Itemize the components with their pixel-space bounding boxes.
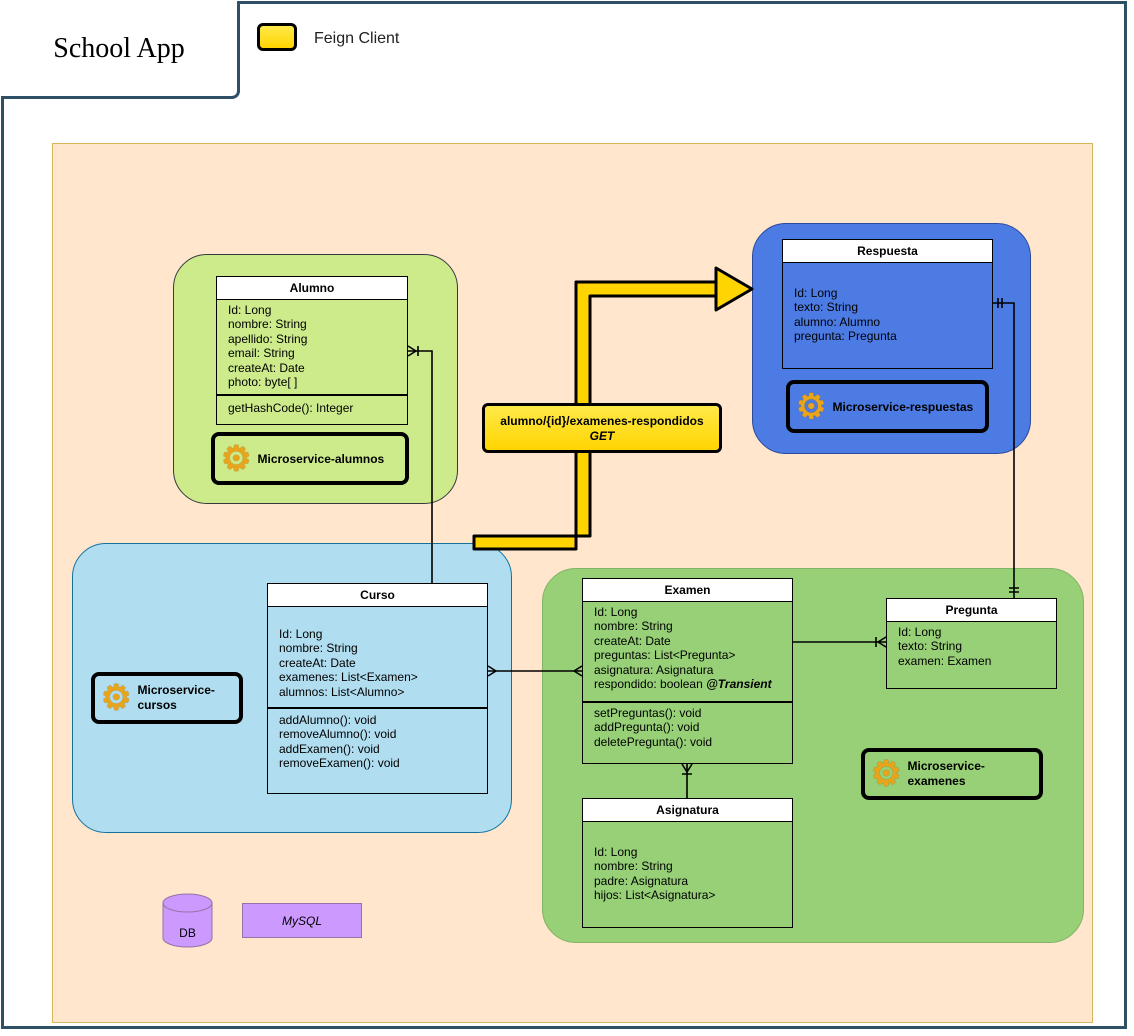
database-engine: MySQL (242, 903, 362, 938)
class-pregunta: Pregunta Id: Long texto: String examen: … (886, 598, 1057, 689)
attribute: Id: Long (794, 286, 838, 300)
class-curso-attributes: Id: Long nombre: String createAt: Date e… (268, 607, 487, 707)
crowfoot-marker (407, 345, 419, 357)
onetoone-marker (997, 298, 1019, 593)
class-respuesta-name: Respuesta (783, 240, 992, 263)
database-icon (162, 893, 213, 948)
class-curso-name: Curso (268, 584, 487, 607)
legend-swatch-feign (257, 23, 297, 51)
attribute: nombre: String (279, 641, 358, 656)
crowfoot-marker (681, 763, 693, 775)
crowfoot-marker (875, 636, 887, 648)
attribute: respondido: boolean (594, 677, 703, 692)
relation-curso-alumno (408, 350, 433, 583)
class-alumno-attributes: Id: Long nombre: String apellido: String… (217, 300, 407, 394)
attribute: padre: Asignatura (594, 873, 689, 888)
attribute: apellido: String (228, 331, 308, 346)
app-title: School App (1, 1, 240, 99)
service-badge-alumnos: ⚙ Microservice-alumnos (211, 432, 409, 485)
transient-annotation: @Transient (706, 677, 772, 692)
attribute: createAt: Date (594, 633, 671, 648)
attribute: Id: Long (594, 605, 638, 619)
attribute: alumno: Alumno (794, 314, 881, 329)
class-pregunta-attributes: Id: Long texto: String examen: Examen (887, 622, 1056, 671)
attribute: Id: Long (228, 303, 272, 317)
relation-respuesta-pregunta (993, 302, 1015, 598)
attribute: texto: String (898, 639, 963, 654)
attribute: examenes: List<Examen> (279, 670, 418, 685)
attribute: texto: String (794, 300, 859, 315)
class-asignatura-name: Asignatura (583, 799, 792, 822)
method: addExamen(): void (279, 741, 380, 756)
method: deletePregunta(): void (594, 734, 713, 749)
class-curso: Curso Id: Long nombre: String createAt: … (267, 583, 488, 794)
class-alumno-name: Alumno (217, 277, 407, 300)
class-examen: Examen Id: Long nombre: String createAt:… (582, 578, 793, 764)
service-badge-examenes: ⚙ Microservice- examenes (861, 748, 1043, 800)
attribute: pregunta: Pregunta (794, 329, 897, 344)
class-respuesta-attributes: Id: Long texto: String alumno: Alumno pr… (783, 263, 992, 347)
service-label-cursos: Microservice- cursos (137, 683, 215, 712)
class-respuesta: Respuesta Id: Long texto: String alumno:… (782, 239, 993, 369)
method: setPreguntas(): void (594, 706, 702, 720)
crowfoot-marker (487, 665, 583, 677)
attribute: createAt: Date (228, 360, 305, 375)
class-asignatura-attributes: Id: Long nombre: String padre: Asignatur… (583, 822, 792, 906)
class-alumno-methods: getHashCode(): Integer (217, 396, 407, 418)
database-icon-label: DB (179, 926, 196, 940)
method: addAlumno(): void (279, 713, 377, 727)
class-examen-name: Examen (583, 579, 792, 602)
method: removeExamen(): void (279, 756, 400, 771)
gear-icon: ⚙ (221, 439, 252, 478)
gear-icon: ⚙ (101, 679, 132, 717)
class-separator (217, 394, 407, 396)
attribute: alumnos: List<Alumno> (279, 684, 405, 699)
attribute: nombre: String (594, 859, 673, 874)
attribute: hijos: List<Asignatura> (594, 888, 716, 903)
gear-icon: ⚙ (871, 755, 902, 793)
service-label-respuestas: Microservice-respuestas (832, 399, 974, 414)
class-separator (583, 701, 792, 703)
class-examen-attributes: Id: Long nombre: String createAt: Date p… (583, 602, 792, 701)
feign-request: alumno/{id}/examenes-respondidos GET (482, 403, 722, 453)
feign-arrow (472, 266, 754, 551)
attribute: photo: byte[ ] (228, 375, 298, 390)
attribute: createAt: Date (279, 655, 356, 670)
attribute: nombre: String (594, 619, 673, 634)
method: removeAlumno(): void (279, 727, 397, 742)
attribute-respondido: respondido: boolean @Transient (594, 677, 781, 691)
class-examen-methods: setPreguntas(): void addPregunta(): void… (583, 703, 792, 752)
attribute: Id: Long (594, 845, 638, 859)
service-badge-respuestas: ⚙ Microservice-respuestas (786, 380, 989, 433)
feign-request-method: GET (589, 429, 615, 443)
attribute: examen: Examen (898, 653, 992, 668)
legend-label-feign: Feign Client (314, 30, 400, 47)
attribute: Id: Long (898, 625, 942, 639)
class-separator (268, 707, 487, 709)
class-curso-methods: addAlumno(): void removeAlumno(): void a… (268, 709, 487, 774)
service-badge-cursos: ⚙ Microservice- cursos (91, 672, 243, 724)
method: addPregunta(): void (594, 720, 700, 735)
service-label-examenes: Microservice- examenes (907, 759, 985, 788)
service-label-alumnos: Microservice-alumnos (257, 451, 385, 466)
attribute: nombre: String (228, 317, 307, 332)
class-pregunta-name: Pregunta (887, 599, 1056, 622)
class-alumno: Alumno Id: Long nombre: String apellido:… (216, 276, 408, 425)
attribute: Id: Long (279, 627, 323, 641)
feign-request-path: alumno/{id}/examenes-respondidos (500, 414, 704, 428)
class-asignatura: Asignatura Id: Long nombre: String padre… (582, 798, 793, 928)
attribute: asignatura: Asignatura (594, 662, 714, 677)
attribute: email: String (228, 346, 295, 361)
method: getHashCode(): Integer (228, 401, 354, 415)
gear-icon: ⚙ (796, 387, 827, 426)
attribute: preguntas: List<Pregunta> (594, 648, 736, 663)
